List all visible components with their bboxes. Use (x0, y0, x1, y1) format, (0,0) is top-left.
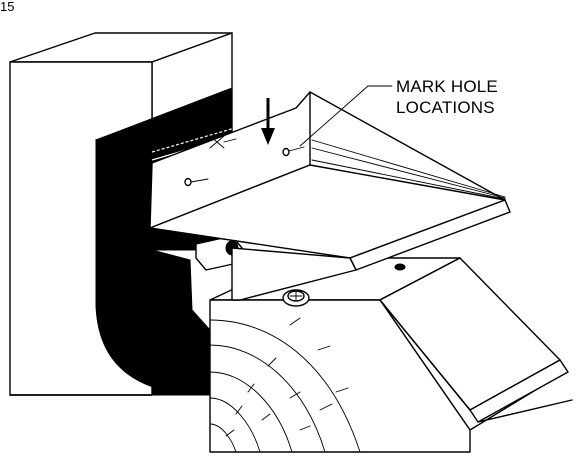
callout-line-2: LOCATIONS (396, 98, 495, 117)
callout-line-1: MARK HOLE (396, 77, 498, 96)
bracket (125, 91, 511, 301)
callout-leader (299, 85, 393, 147)
screw (282, 263, 406, 307)
cap-flashing (379, 257, 573, 423)
arrow-down-icon (261, 98, 275, 145)
callout-label: MARK HOLE LOCATIONS (396, 76, 498, 118)
figure-number-fragment: 15 (0, 0, 15, 14)
